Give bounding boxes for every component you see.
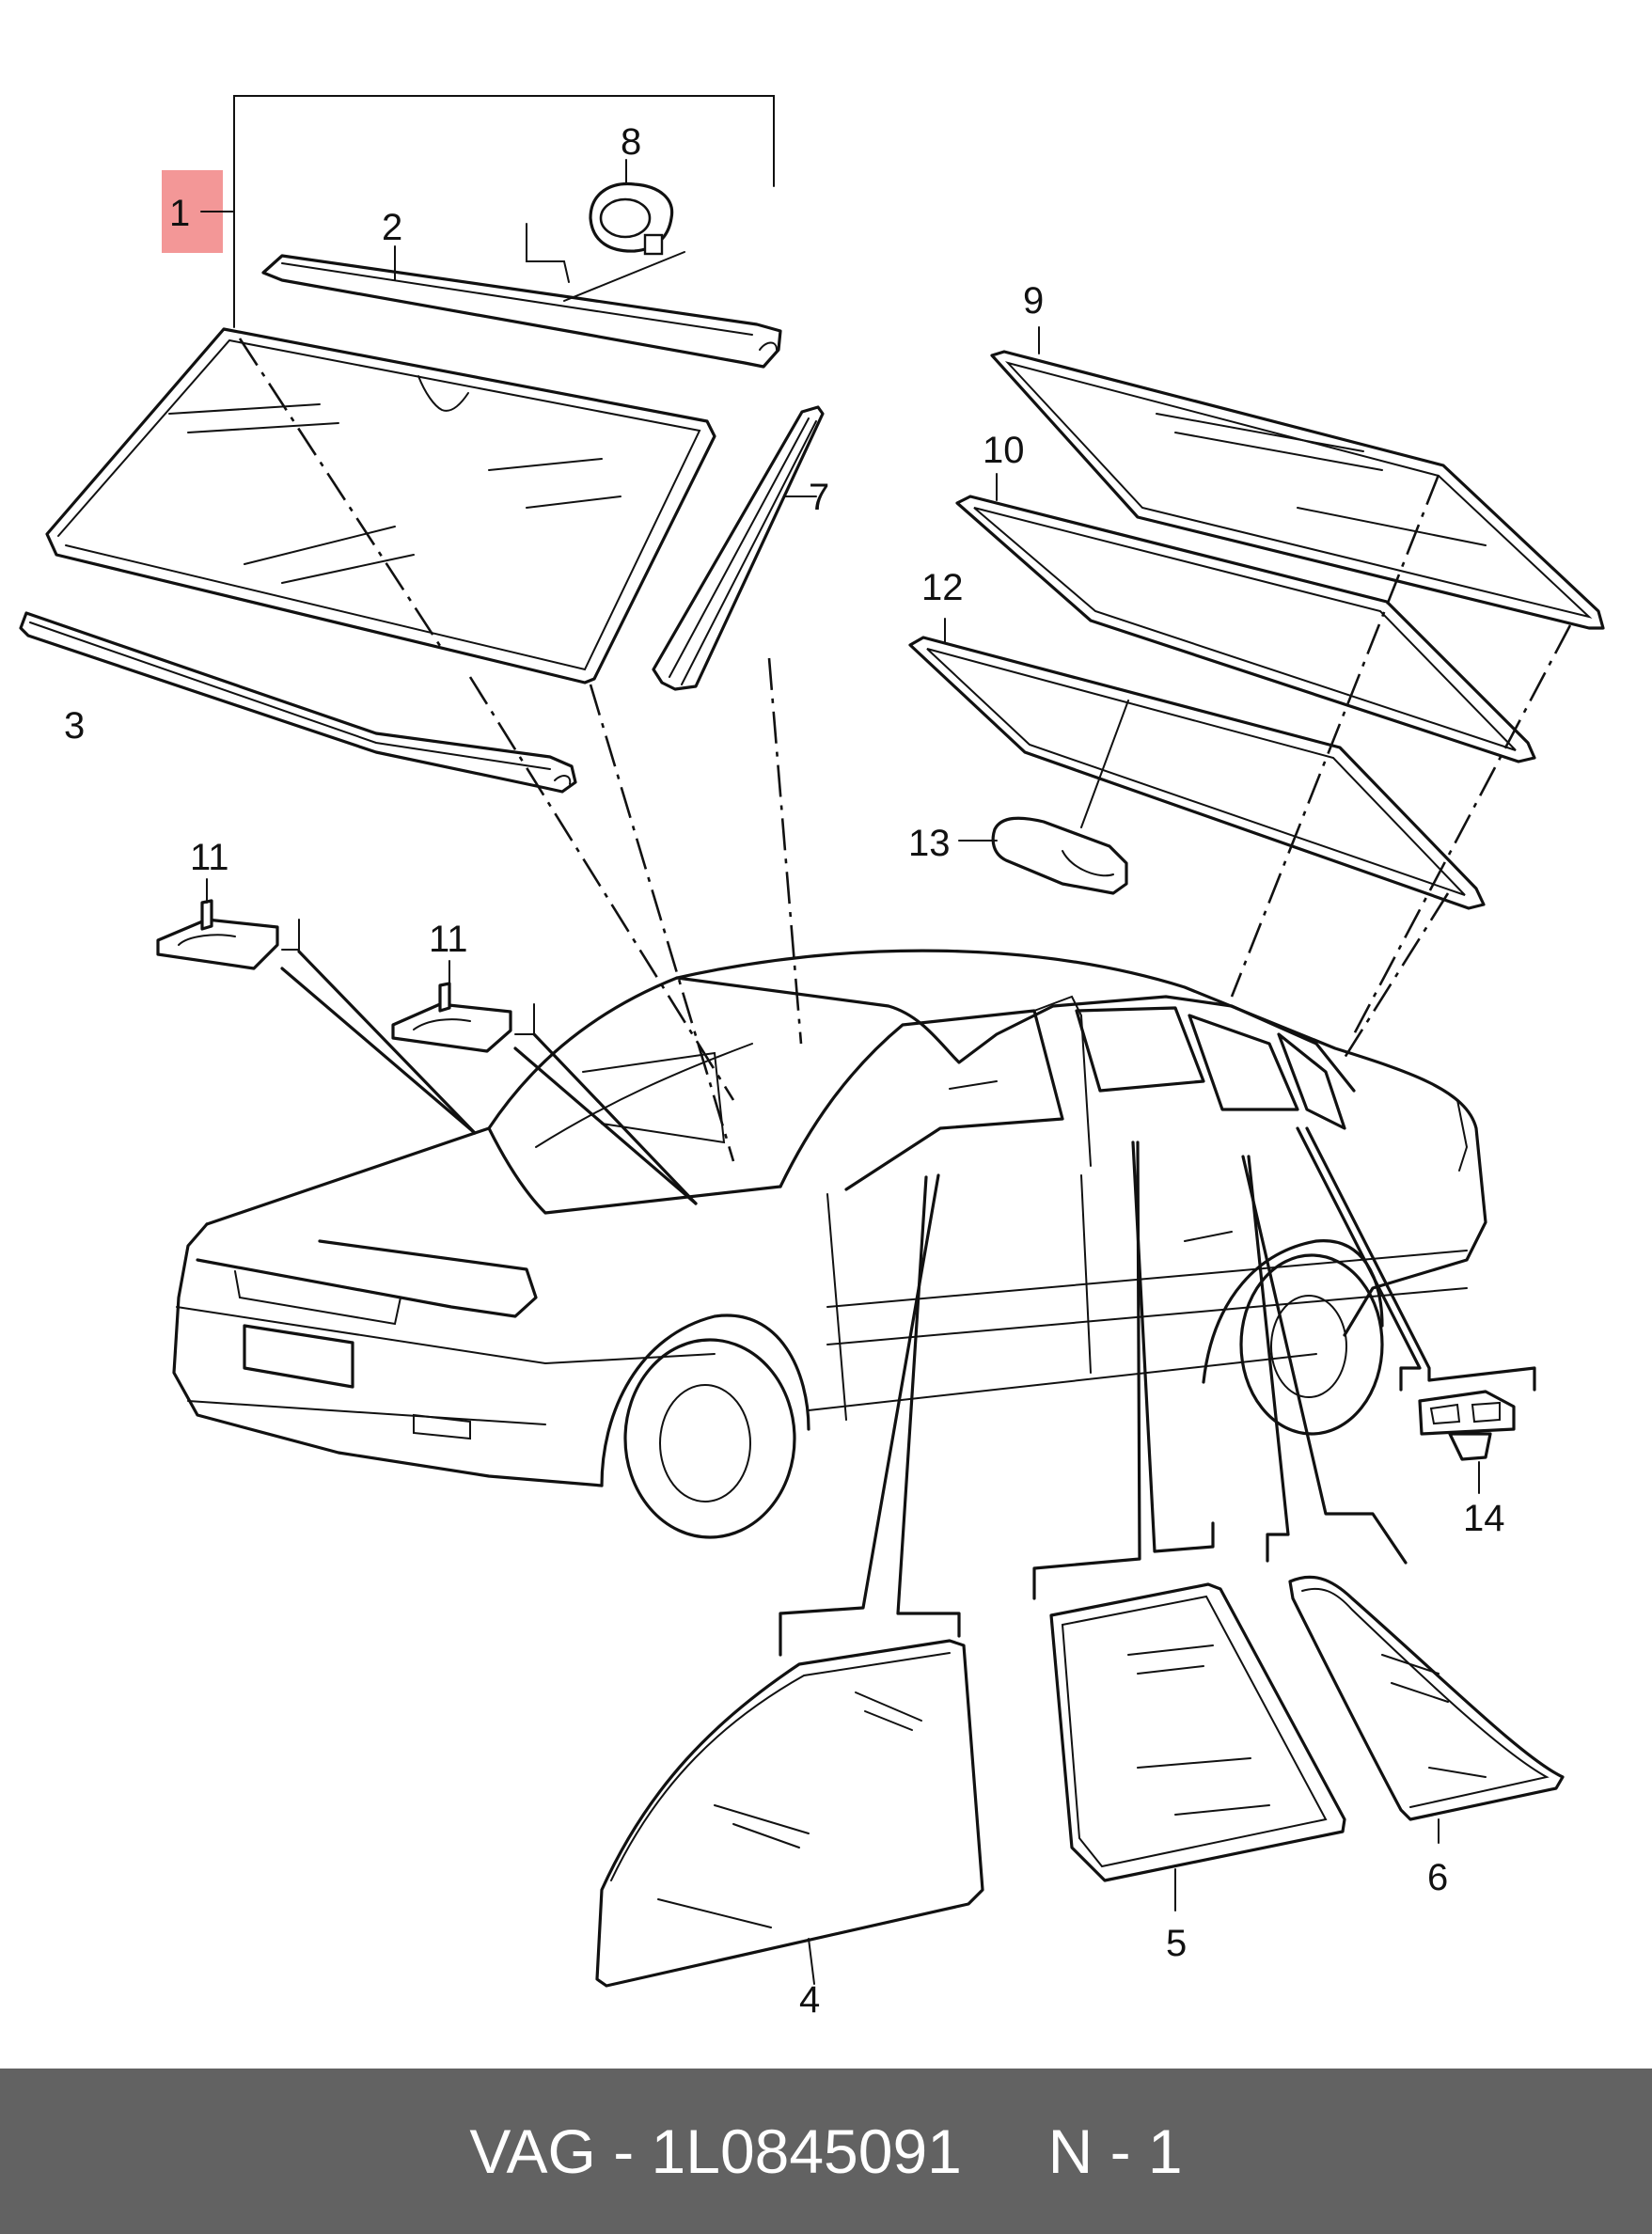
rear-wheel	[1202, 1239, 1384, 1436]
car-body	[172, 949, 1487, 1487]
callout-6: 6	[1427, 1857, 1448, 1898]
footer-note: N - 1	[1047, 2116, 1183, 2186]
callout-7: 7	[809, 477, 829, 518]
footer-brand: VAG	[469, 2116, 596, 2186]
bracket-11-right	[391, 960, 698, 1205]
callout-8: 8	[621, 121, 641, 163]
footer-part-number: 1L0845091	[651, 2116, 962, 2186]
rear-seal-strip	[908, 618, 1486, 910]
leader-lines	[238, 338, 1572, 1162]
front-wheel	[600, 1314, 810, 1539]
rear-door-glass	[1049, 1582, 1346, 1911]
callout-5: 5	[1166, 1923, 1187, 1964]
callout-13: 13	[908, 823, 951, 864]
seal-clip	[958, 700, 1129, 895]
callout-12: 12	[921, 567, 964, 608]
windscreen	[45, 327, 716, 684]
quarter-glass	[1288, 1575, 1565, 1844]
callout-11-right: 11	[429, 919, 468, 960]
bracket-11-left	[156, 878, 477, 1135]
door-glass-leaders	[779, 1126, 1536, 1657]
callout-10: 10	[983, 430, 1025, 471]
mirror-mount	[526, 159, 685, 302]
exploded-parts-diagram: 1 2 3 4 5 6 7 8 9 10 11 11 12 13 14	[19, 95, 1605, 2021]
rear-window	[990, 326, 1605, 630]
footer-separator: -	[595, 2116, 652, 2186]
callout-1: 1	[169, 193, 190, 234]
front-door-glass	[595, 1639, 984, 1988]
callout-2: 2	[382, 207, 402, 248]
callout-labels: 1 2 3 4 5 6 7 8 9 10 11 11 12 13 14	[64, 121, 1505, 2021]
part-number-footer: VAG - 1L0845091 N - 1	[0, 2069, 1652, 2234]
door-clip	[1418, 1390, 1516, 1494]
callout-4: 4	[799, 1979, 820, 2021]
callout-3: 3	[64, 705, 85, 747]
callout-9: 9	[1023, 280, 1044, 322]
windscreen-upper-trim	[261, 245, 782, 369]
windscreen-lower-trim	[19, 611, 577, 794]
footer-spacer	[962, 2116, 1048, 2187]
callout-11-left: 11	[190, 837, 229, 878]
callout-14: 14	[1463, 1498, 1505, 1539]
rear-window-seal	[955, 473, 1536, 763]
a-pillar-trim	[652, 405, 825, 691]
item-1-bracket	[200, 95, 775, 328]
